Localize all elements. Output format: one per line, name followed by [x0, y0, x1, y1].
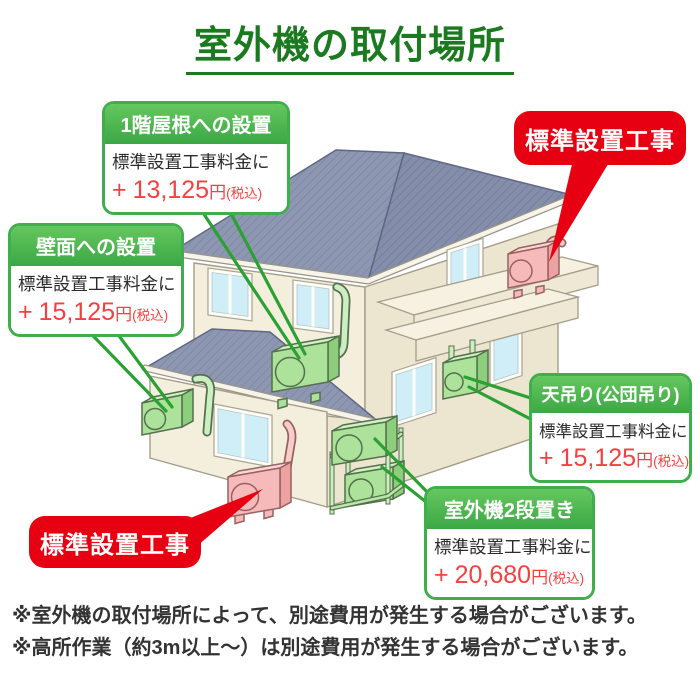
outdoor-unit-ground: [227, 460, 292, 525]
window: [207, 267, 253, 322]
page-title: 室外機の取付場所: [185, 14, 514, 75]
main-roof: [167, 149, 579, 285]
callout-roof-1f: 1階屋根への設置 標準設置工事料金に +13,125円(税込): [102, 101, 290, 215]
callout-wall-mount-heading: 壁面への設置: [11, 226, 181, 266]
bubble-label: 標準設置工事: [40, 531, 190, 559]
window: [292, 279, 334, 335]
footnote-2: ※高所作業（約3m以上〜）は別途費用が発生する場合がございます。: [12, 637, 639, 660]
fee-label: 標準設置工事料金に: [539, 423, 688, 441]
fee-amount: +20,680円(税込): [434, 561, 585, 589]
outdoor-unit-roof: [271, 334, 340, 410]
callout-ceiling-hang-heading: 天吊り(公団吊り): [532, 376, 689, 413]
arrow-standard-top: [549, 156, 613, 262]
fee-amount: +15,125円(税込): [539, 444, 690, 472]
header: 室外機の取付場所: [0, 14, 700, 75]
outdoor-unit-balcony: [507, 238, 560, 300]
window: [213, 403, 273, 468]
fee-label: 標準設置工事料金に: [18, 274, 176, 294]
stack-top-unit: [331, 414, 398, 466]
callout-two-tier: 室外機2段置き 標準設置工事料金に +20,680円(税込): [424, 486, 595, 600]
callout-wall-mount: 壁面への設置 標準設置工事料金に +15,125円(税込): [8, 223, 184, 337]
outdoor-unit-two-tier-stack: [329, 414, 405, 515]
fee-label: 標準設置工事料金に: [434, 537, 592, 557]
window: [489, 324, 523, 387]
callout-two-tier-heading: 室外機2段置き: [427, 489, 592, 529]
bubble-standard-install-top: 標準設置工事: [514, 111, 686, 165]
first-floor-roof: [141, 328, 384, 427]
bubble-standard-install-bottom: 標準設置工事: [29, 516, 201, 568]
footnote-1: ※室外機の取付場所によって、別途費用が発生する場合がございます。: [12, 605, 647, 627]
bubble-label: 標準設置工事: [525, 127, 675, 155]
callout-ceiling-hang: 天吊り(公団吊り) 標準設置工事料金に +15,125円(税込): [529, 373, 692, 483]
callout-roof-1f-heading: 1階屋根への設置: [105, 104, 287, 144]
fee-amount: +15,125円(税込): [18, 298, 169, 326]
callout-arrows-red: [183, 156, 613, 547]
lower-balcony: [383, 288, 581, 362]
callout-lines-green: [65, 185, 542, 523]
arrow-standard-bottom: [183, 489, 263, 547]
window: [391, 356, 437, 428]
fee-label: 標準設置工事料金に: [112, 152, 270, 172]
fee-amount: +13,125円(税込): [112, 176, 263, 204]
footnotes: ※室外機の取付場所によって、別途費用が発生する場合がございます。 ※高所作業（約…: [12, 600, 700, 665]
